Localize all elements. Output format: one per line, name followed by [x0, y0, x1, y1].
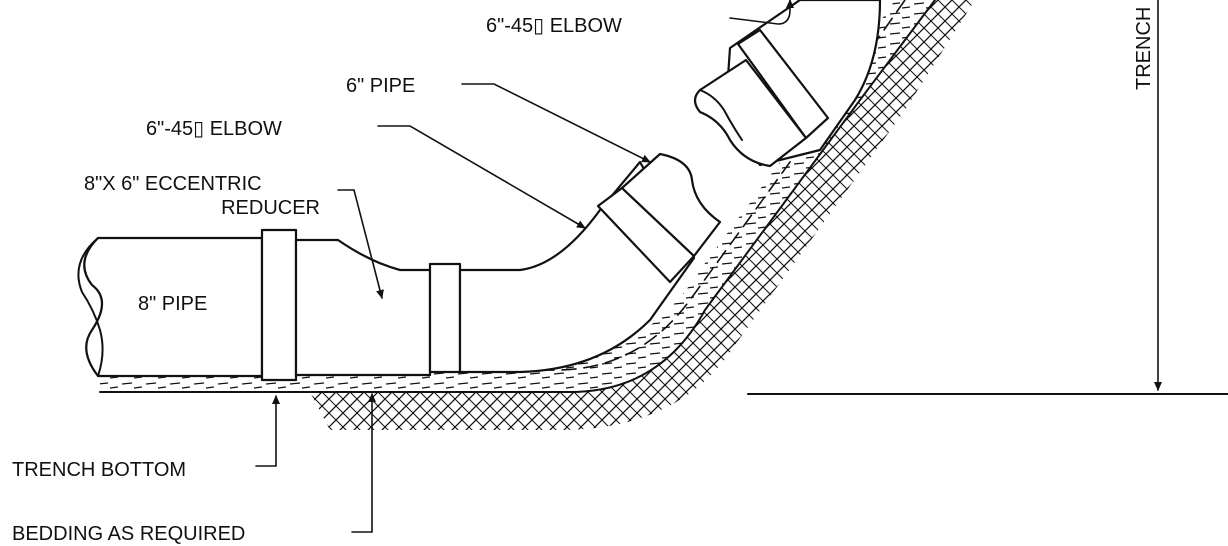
label-reducer-line2: REDUCER — [221, 197, 320, 219]
eccentric-reducer — [294, 238, 462, 377]
label-trench-bottom: TRENCH BOTTOM — [12, 459, 186, 481]
leader-reducer — [337, 189, 384, 299]
leader-bedding — [351, 393, 376, 533]
upper-elbow — [693, 0, 882, 168]
reducer-body — [294, 238, 432, 377]
label-lower-elbow: 6"-45▯ ELBOW — [146, 118, 282, 140]
native-soil — [310, 0, 975, 430]
pipe-8in-body — [83, 236, 264, 378]
label-6in-pipe: 6" PIPE — [346, 75, 415, 97]
lower-elbow — [458, 160, 696, 374]
pipe-8in-bell — [260, 228, 298, 382]
trench-depth-label: TRENCH — [1133, 7, 1155, 90]
label-upper-elbow: 6"-45▯ ELBOW — [486, 15, 622, 37]
pipe-6in-body — [620, 152, 722, 258]
bedding-region — [100, 0, 935, 392]
leader-lower-elbow — [377, 125, 586, 229]
leader-upper-elbow — [729, 0, 794, 25]
label-8in-pipe: 8" PIPE — [138, 293, 207, 315]
bedding-top-edge — [99, 0, 906, 373]
soil-hatch-region — [310, 0, 975, 430]
upper-elbow-break-curve — [699, 89, 743, 141]
upper-elbow-spigot — [693, 58, 808, 168]
leader-6in-pipe — [461, 83, 651, 163]
bedding-layer — [99, 0, 936, 393]
label-bedding: BEDDING AS REQUIRED — [12, 523, 245, 545]
leader-trench-bottom — [255, 395, 280, 467]
pipe-6in — [620, 152, 722, 258]
label-reducer-line1: 8"X 6" ECCENTRIC — [84, 173, 262, 195]
reducer-bell — [428, 262, 462, 374]
pipe-8in-break-curve — [77, 237, 104, 377]
bedding-outer-edge — [299, 0, 936, 393]
upper-elbow-hub — [736, 28, 830, 140]
